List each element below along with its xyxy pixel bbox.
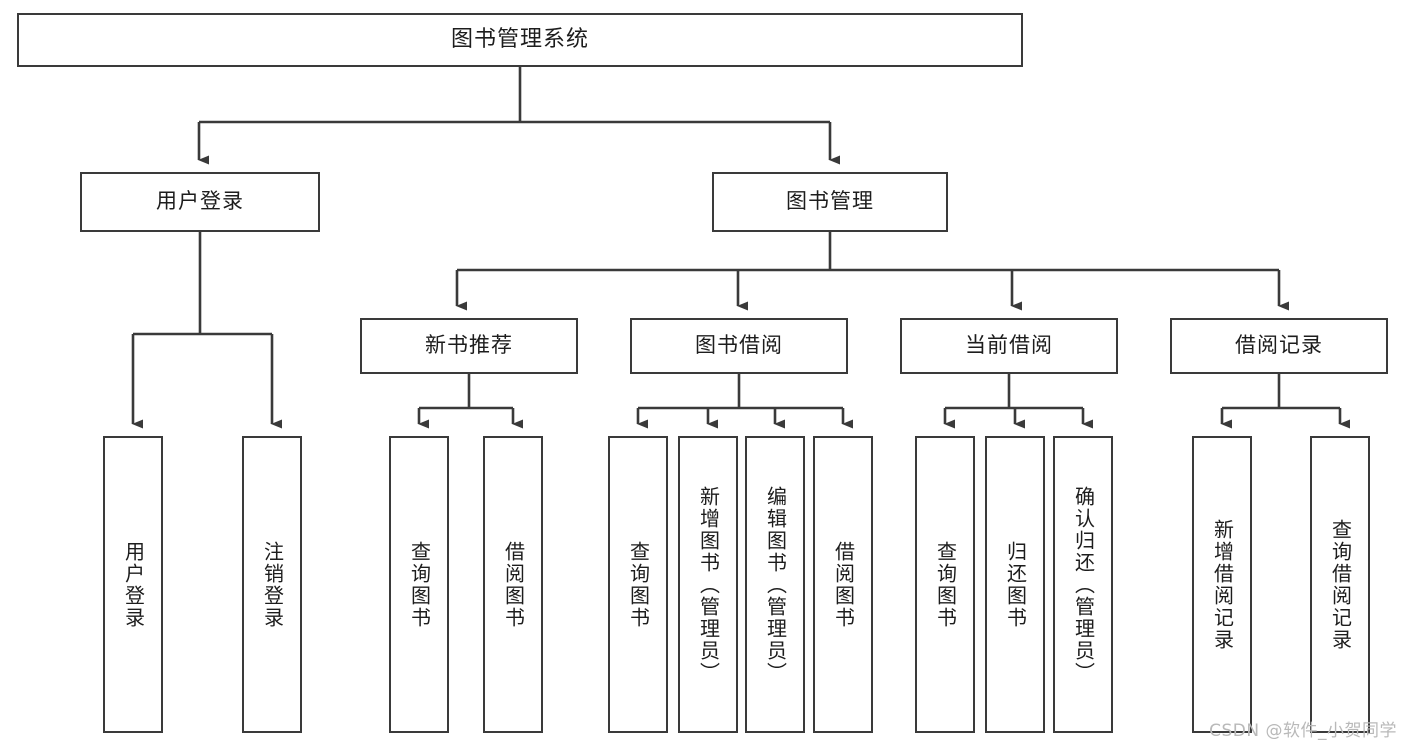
leaf-query-book-borrow-label: 查询图书	[626, 540, 651, 629]
leaf-query-book-current-label: 查询图书	[933, 540, 958, 629]
leaf-confirm-return-admin[interactable]: 确认归还（管理员）	[1053, 436, 1113, 733]
leaf-query-book-current[interactable]: 查询图书	[915, 436, 975, 733]
leaf-user-login-label: 用户登录	[121, 540, 146, 629]
node-borrow-record[interactable]: 借阅记录	[1170, 318, 1388, 374]
node-current-borrow-label: 当前借阅	[965, 333, 1053, 358]
leaf-borrow-book[interactable]: 借阅图书	[813, 436, 873, 733]
leaf-logout-label: 注销登录	[260, 540, 285, 629]
node-book-management[interactable]: 图书管理	[712, 172, 948, 232]
node-user-login-label: 用户登录	[156, 189, 244, 214]
node-new-book-recommend[interactable]: 新书推荐	[360, 318, 578, 374]
leaf-add-book-admin[interactable]: 新增图书（管理员）	[678, 436, 738, 733]
leaf-borrow-book-newbook[interactable]: 借阅图书	[483, 436, 543, 733]
node-user-login[interactable]: 用户登录	[80, 172, 320, 232]
leaf-query-book-newbook-label: 查询图书	[407, 540, 432, 629]
node-root[interactable]: 图书管理系统	[17, 13, 1023, 67]
node-borrow-record-label: 借阅记录	[1235, 333, 1323, 358]
leaf-return-book[interactable]: 归还图书	[985, 436, 1045, 733]
node-new-book-recommend-label: 新书推荐	[425, 333, 513, 358]
leaf-confirm-return-admin-label: 确认归还（管理员）	[1071, 485, 1096, 684]
leaf-edit-book-admin-label: 编辑图书（管理员）	[763, 485, 788, 684]
node-book-management-label: 图书管理	[786, 189, 874, 214]
node-book-borrow[interactable]: 图书借阅	[630, 318, 848, 374]
leaf-query-book-borrow[interactable]: 查询图书	[608, 436, 668, 733]
leaf-query-borrow-record[interactable]: 查询借阅记录	[1310, 436, 1370, 733]
leaf-borrow-book-label: 借阅图书	[831, 540, 856, 629]
leaf-add-book-admin-label: 新增图书（管理员）	[696, 485, 721, 684]
leaf-query-book-newbook[interactable]: 查询图书	[389, 436, 449, 733]
leaf-logout[interactable]: 注销登录	[242, 436, 302, 733]
watermark: CSDN @软件_小贺同学	[1209, 721, 1397, 741]
leaf-add-borrow-record[interactable]: 新增借阅记录	[1192, 436, 1252, 733]
leaf-borrow-book-newbook-label: 借阅图书	[501, 540, 526, 629]
node-current-borrow[interactable]: 当前借阅	[900, 318, 1118, 374]
leaf-user-login[interactable]: 用户登录	[103, 436, 163, 733]
leaf-return-book-label: 归还图书	[1003, 540, 1028, 629]
leaf-edit-book-admin[interactable]: 编辑图书（管理员）	[745, 436, 805, 733]
node-book-borrow-label: 图书借阅	[695, 333, 783, 358]
leaf-add-borrow-record-label: 新增借阅记录	[1210, 518, 1235, 651]
node-root-label: 图书管理系统	[450, 26, 589, 52]
leaf-query-borrow-record-label: 查询借阅记录	[1328, 518, 1353, 651]
